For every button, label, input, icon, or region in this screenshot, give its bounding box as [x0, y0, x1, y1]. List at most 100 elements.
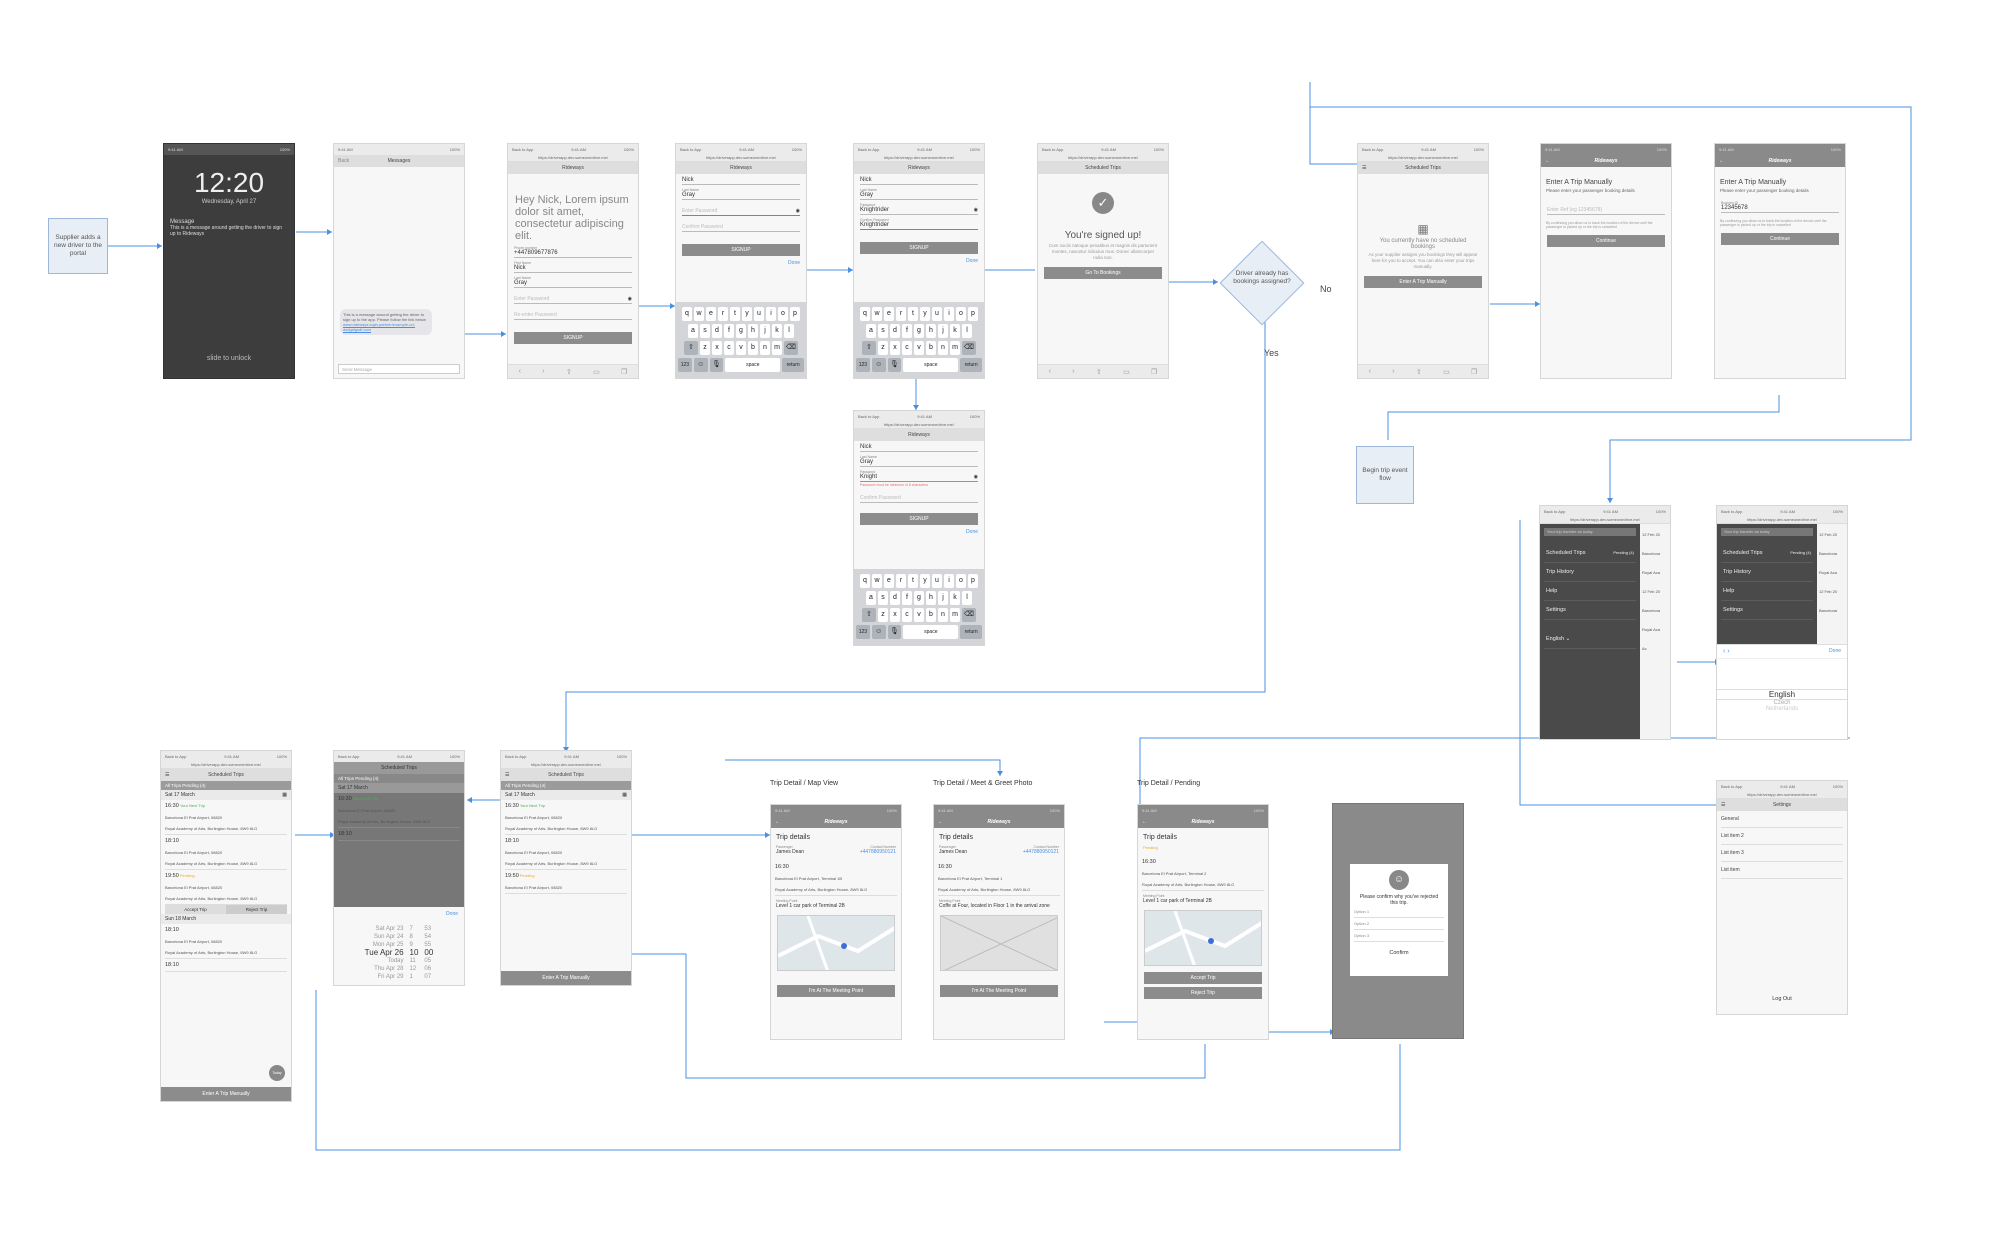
key[interactable]: u: [754, 307, 764, 321]
lock-notification[interactable]: Message This is a message around getting…: [170, 219, 283, 237]
key[interactable]: a: [688, 324, 698, 338]
key[interactable]: y: [742, 307, 752, 321]
key[interactable]: g: [914, 324, 924, 338]
key[interactable]: z: [700, 341, 710, 355]
menu-item-help[interactable]: Help: [1544, 582, 1636, 601]
key[interactable]: l: [962, 324, 972, 338]
key[interactable]: m: [950, 608, 960, 622]
meeting-point-button[interactable]: I'm At The Meeting Point: [940, 985, 1058, 997]
settings-item[interactable]: List item: [1721, 862, 1843, 879]
key[interactable]: s: [878, 591, 888, 605]
key[interactable]: r: [896, 307, 906, 321]
key[interactable]: d: [712, 324, 722, 338]
key[interactable]: n: [760, 341, 770, 355]
signup-button[interactable]: SIGNUP: [860, 242, 978, 254]
key[interactable]: f: [902, 591, 912, 605]
menu-item-settings[interactable]: Settings: [1721, 601, 1813, 620]
go-to-bookings-button[interactable]: Go To Bookings: [1044, 267, 1162, 279]
back-arrow-icon[interactable]: ←: [775, 819, 780, 825]
space-key[interactable]: space: [725, 358, 781, 372]
signup-button[interactable]: SIGNUP: [682, 244, 800, 256]
eye-icon[interactable]: ◉: [973, 474, 978, 480]
menu-item-settings[interactable]: Settings: [1544, 601, 1636, 620]
reject-option[interactable]: Option 2: [1354, 918, 1444, 930]
share-icon[interactable]: ⇧: [565, 368, 572, 376]
mic-icon[interactable]: 🎙: [887, 625, 902, 639]
confirm-button[interactable]: Confirm: [1389, 950, 1409, 956]
hamburger-icon[interactable]: ☰: [165, 772, 170, 778]
numbers-key[interactable]: 123: [678, 358, 692, 372]
key[interactable]: p: [790, 307, 800, 321]
meeting-point-button[interactable]: I'm At The Meeting Point: [777, 985, 895, 997]
settings-item[interactable]: General: [1721, 811, 1843, 828]
hamburger-icon[interactable]: ☰: [505, 772, 510, 778]
key[interactable]: l: [962, 591, 972, 605]
key[interactable]: e: [706, 307, 716, 321]
key[interactable]: c: [902, 608, 912, 622]
key[interactable]: m: [772, 341, 782, 355]
accept-trip-button[interactable]: Accept Trip: [165, 905, 226, 914]
emoji-icon[interactable]: ☺: [871, 358, 886, 372]
key[interactable]: r: [896, 574, 906, 588]
picker-done[interactable]: Done: [446, 911, 458, 917]
tabs-icon[interactable]: ❐: [621, 368, 628, 376]
key[interactable]: z: [878, 341, 888, 355]
key[interactable]: x: [712, 341, 722, 355]
key[interactable]: f: [724, 324, 734, 338]
picker-done[interactable]: Done: [1829, 648, 1841, 654]
key[interactable]: b: [926, 608, 936, 622]
key[interactable]: w: [694, 307, 704, 321]
message-input[interactable]: Send Message: [338, 364, 460, 374]
key[interactable]: f: [902, 324, 912, 338]
key[interactable]: u: [932, 574, 942, 588]
emoji-icon[interactable]: ☺: [693, 358, 708, 372]
key[interactable]: k: [772, 324, 782, 338]
reject-option[interactable]: Option 3: [1354, 930, 1444, 942]
signup-button[interactable]: SIGNUP: [514, 332, 632, 344]
continue-button[interactable]: Continue: [1721, 233, 1839, 245]
key[interactable]: y: [920, 574, 930, 588]
language-picker[interactable]: ‹ ›Done English Czech Netherlands: [1717, 644, 1847, 739]
key[interactable]: n: [938, 341, 948, 355]
key[interactable]: w: [872, 307, 882, 321]
lang-option-selected[interactable]: English: [1717, 689, 1847, 700]
key[interactable]: t: [730, 307, 740, 321]
return-key[interactable]: return: [960, 625, 982, 639]
booking-ref-input[interactable]: Enter Ref (eg 12345678): [1547, 207, 1665, 215]
continue-button[interactable]: Continue: [1547, 235, 1665, 247]
key[interactable]: v: [914, 608, 924, 622]
key[interactable]: t: [908, 574, 918, 588]
shift-icon[interactable]: ⇧: [862, 608, 876, 622]
done-button[interactable]: Done: [788, 260, 800, 266]
first-name-field[interactable]: Nick: [860, 177, 978, 185]
bookmark-icon[interactable]: ▭: [1123, 368, 1130, 376]
trip-tabs[interactable]: All Trips Pending (4): [501, 781, 631, 790]
share-icon[interactable]: ⇧: [1095, 368, 1102, 376]
bookmark-icon[interactable]: ▭: [1443, 368, 1450, 376]
lang-option[interactable]: Netherlands: [1765, 706, 1799, 712]
key[interactable]: y: [920, 307, 930, 321]
space-key[interactable]: space: [903, 358, 959, 372]
reject-option[interactable]: Option 1: [1354, 906, 1444, 918]
key[interactable]: h: [926, 591, 936, 605]
key[interactable]: u: [932, 307, 942, 321]
key[interactable]: p: [968, 574, 978, 588]
key[interactable]: b: [926, 341, 936, 355]
language-select[interactable]: English ⌄: [1544, 630, 1636, 649]
key[interactable]: s: [700, 324, 710, 338]
key[interactable]: d: [890, 324, 900, 338]
key[interactable]: g: [736, 324, 746, 338]
key[interactable]: o: [778, 307, 788, 321]
key[interactable]: k: [950, 324, 960, 338]
password-field[interactable]: Enter Password◉: [682, 208, 800, 216]
